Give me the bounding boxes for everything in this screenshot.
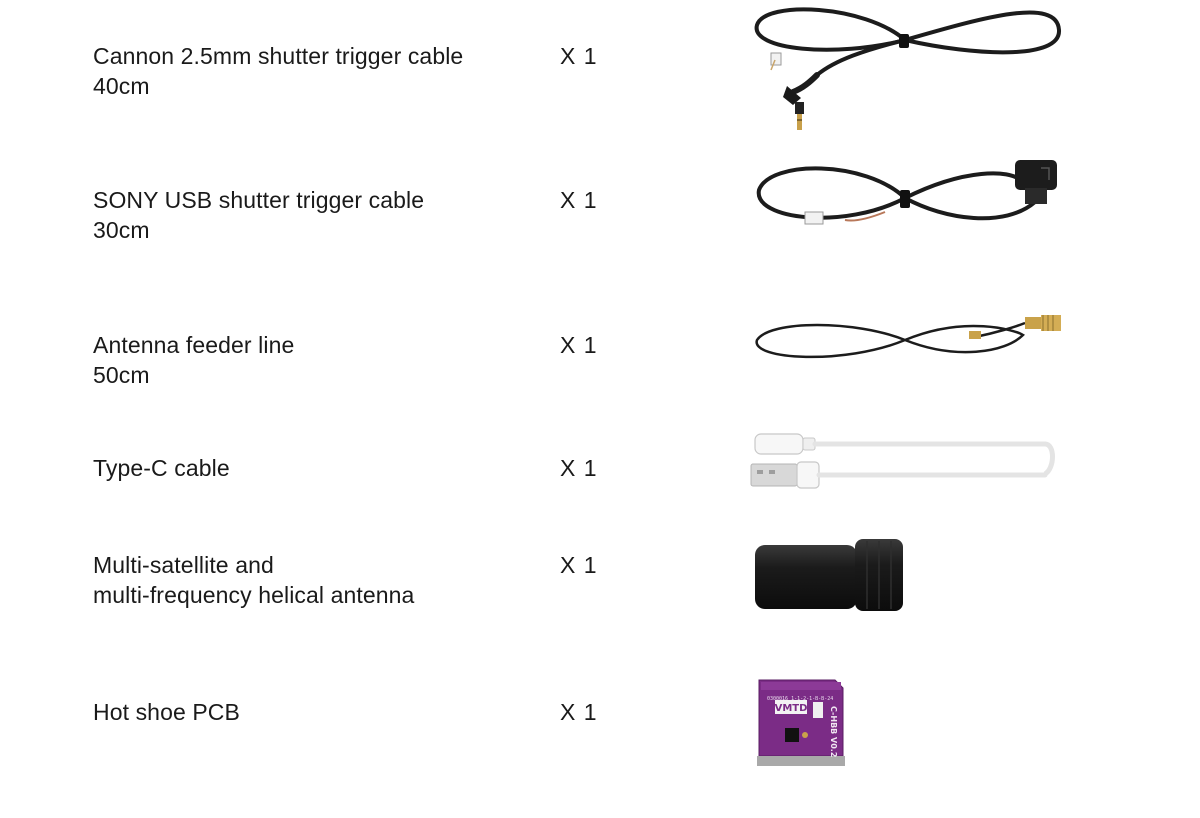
- item-name-line2: 40cm: [93, 73, 150, 99]
- item-name-line1: Multi-satellite and: [93, 552, 274, 578]
- item-quantity: X 1: [560, 332, 598, 358]
- item-quantity: X 1: [560, 455, 598, 481]
- black-cable-with-usb-connector-icon: [756, 160, 1057, 225]
- pcb-logo-text: VMTD: [775, 703, 808, 714]
- black-cylindrical-helical-antenna-icon: [755, 539, 903, 611]
- item-name-line2: 50cm: [93, 362, 150, 388]
- item-quantity: X 1: [560, 552, 598, 578]
- pcb-model-text: C-HBB V0.2: [829, 706, 838, 757]
- item-name-line1: Cannon 2.5mm shutter trigger cable: [93, 43, 464, 69]
- item-name-line1: Type-C cable: [93, 455, 230, 481]
- item-name-line1: Hot shoe PCB: [93, 699, 240, 725]
- item-name-line2: multi-frequency helical antenna: [93, 582, 415, 608]
- item-quantity: X 1: [560, 43, 598, 69]
- item-name: Cannon 2.5mm shutter trigger cable 40cm: [93, 41, 463, 101]
- item-quantity: X 1: [560, 699, 598, 725]
- item-name-line1: Antenna feeder line: [93, 332, 295, 358]
- item-name: SONY USB shutter trigger cable 30cm: [93, 185, 424, 245]
- black-cable-with-angled-2.5mm-jack-icon: [754, 7, 1062, 130]
- white-usb-type-c-cable-icon: [750, 433, 1055, 489]
- item-quantity: X 1: [560, 187, 598, 213]
- item-name-line2: 30cm: [93, 217, 150, 243]
- item-name: Type-C cable: [93, 453, 230, 483]
- pcb-code-text: 0300016 1-1-2-1-B-B-24: [767, 696, 833, 702]
- item-name: Hot shoe PCB: [93, 697, 240, 727]
- purple-circuit-board-icon: 0300016 1-1-2-1-B-B-24 VMTD C-HBB V0.2: [757, 679, 845, 766]
- thin-coax-cable-with-sma-connector-icon: [755, 315, 1061, 359]
- item-name-line1: SONY USB shutter trigger cable: [93, 187, 425, 213]
- item-name: Multi-satellite and multi-frequency heli…: [93, 550, 414, 610]
- item-name: Antenna feeder line 50cm: [93, 330, 294, 390]
